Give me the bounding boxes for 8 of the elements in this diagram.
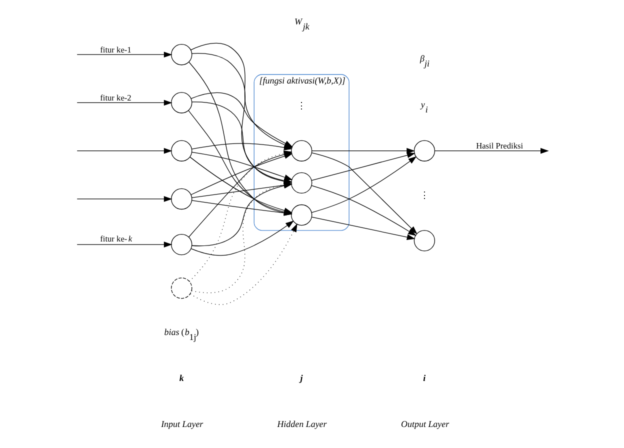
label: Output Layer (400, 419, 449, 430)
label: i (422, 373, 426, 383)
label: ⋮ (296, 100, 306, 110)
label: Hidden Layer (276, 419, 326, 430)
label: Input Layer (160, 419, 203, 430)
label: ⋮ (419, 190, 428, 200)
label: j (300, 373, 302, 383)
label: k (178, 373, 184, 383)
